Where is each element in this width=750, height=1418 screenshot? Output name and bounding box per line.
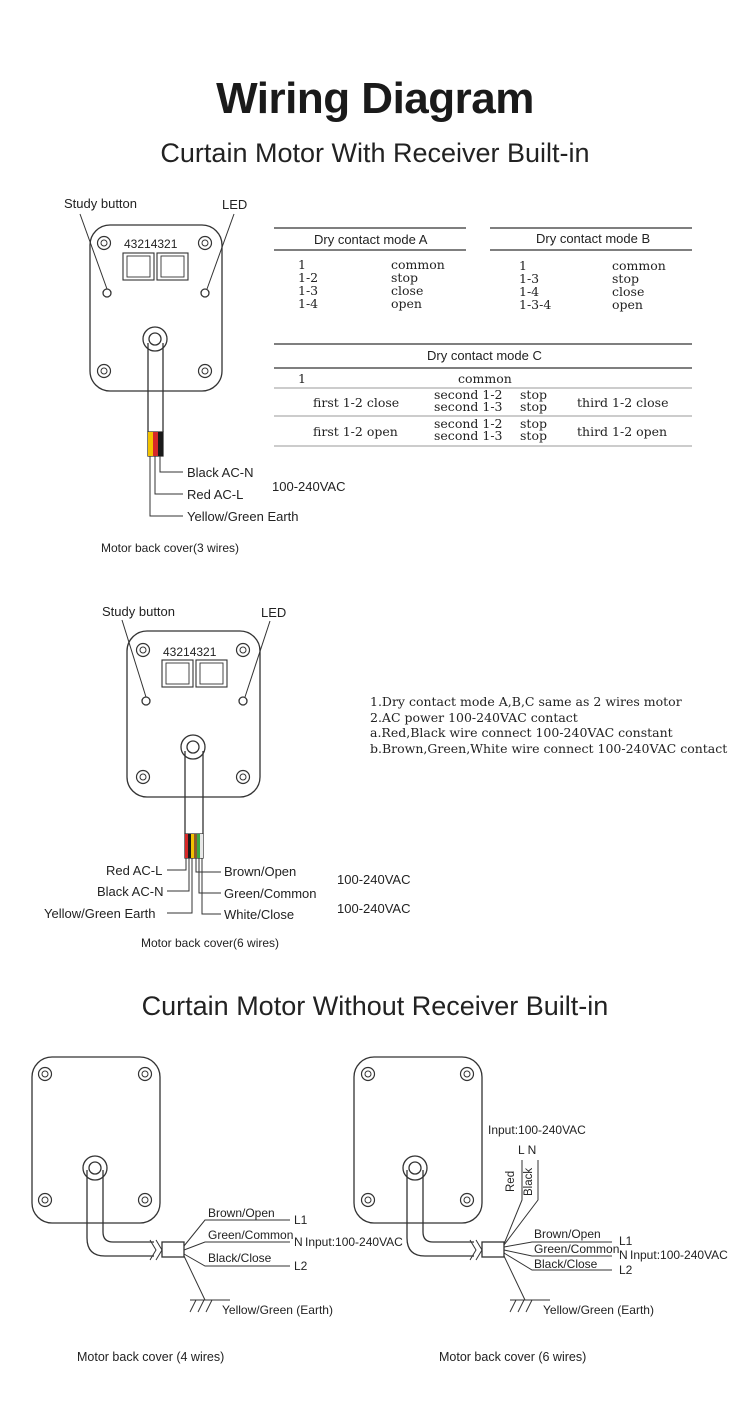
s2b-brown-label: Brown/Open [534,1227,601,1241]
mode-c-row1-second: second 1-2 second 1-3 [434,387,503,414]
voltage-label: 100-240VAC [272,479,346,494]
mode-b-header: Dry contact mode B [536,231,651,246]
mode-b-table [490,227,692,251]
led-label-2: LED [261,605,287,620]
s2b-earth-label: Yellow/Green (Earth) [543,1303,654,1317]
wire-black-label-2: Black AC-N [97,884,164,899]
wire-red-label: Red AC-L [187,487,244,502]
led-label: LED [222,197,248,212]
s2b-ln: L N [518,1143,537,1157]
mode-a-table [274,227,466,251]
wire-earth-label: Yellow/Green Earth [187,509,299,524]
study-button-label-2: Study button [102,604,175,619]
motor-cover-6-wires [121,619,271,915]
caption-3-wires: Motor back cover(3 wires) [101,541,240,555]
mode-b-values: common stop close open [612,258,666,312]
s2b-black-vertical: Black [523,1167,535,1196]
voltage-label-2b: 100-240VAC [337,901,411,916]
s2-input-label: Input:100-240VAC [305,1235,403,1249]
caption-4-wires: Motor back cover (4 wires) [77,1350,225,1364]
s2-earth-label: Yellow/Green (Earth) [222,1303,333,1317]
s2-brown-label: Brown/Open [208,1206,275,1220]
wire-earth-label-2: Yellow/Green Earth [44,906,156,921]
mode-c-row1-third: third 1-2 close [577,395,669,410]
s2-terminal-n: N [294,1235,303,1249]
mode-a-header: Dry contact mode A [314,232,428,247]
wire-white-label: White/Close [224,907,295,922]
mode-c-row2-stops: stop stop [520,416,547,443]
mode-c-row2-first: first 1-2 open [313,424,398,439]
mode-c-row2-third: third 1-2 open [577,424,668,439]
motor-cover-4-wires [31,1056,290,1313]
page-title: Wiring Diagram [216,74,534,123]
mode-c-row2-second: second 1-2 second 1-3 [434,416,503,443]
motor-cover-6-wires-no-receiver [353,1056,612,1313]
caption-6-wires: Motor back cover(6 wires) [141,936,280,950]
mode-c-row0-key: 1 [298,371,306,386]
s2b-red-vertical: Red [505,1170,517,1192]
s2-green-label: Green/Common [208,1228,294,1242]
wire-red-label-2: Red AC-L [106,863,163,878]
section1-subtitle: Curtain Motor With Receiver Built-in [160,138,590,168]
motor-cover-3-wires [79,213,235,517]
s2b-top-input: Input:100-240VAC [488,1123,586,1137]
s2-black-label: Black/Close [208,1251,272,1265]
s2b-green-label: Green/Common [534,1242,620,1256]
mode-c-table [274,343,692,447]
s2b-input-label: Input:100-240VAC [630,1248,728,1262]
mode-c-row0-value: common [458,371,512,386]
s2-terminal-l2: L2 [294,1259,308,1273]
section2-subtitle: Curtain Motor Without Receiver Built-in [141,991,609,1021]
notes-block: 1.Dry contact mode A,B,C same as 2 wires… [370,694,728,756]
s2b-terminal-l2: L2 [619,1263,633,1277]
mode-c-row1-stops: stop stop [520,387,547,414]
s2b-terminal-n: N [619,1248,628,1262]
caption-6-wires-no-receiver: Motor back cover (6 wires) [439,1350,587,1364]
port-numbers: 43214321 [124,237,178,251]
s2b-terminal-l1: L1 [619,1234,633,1248]
s2b-black-label: Black/Close [534,1257,598,1271]
mode-a-keys: 1 1-2 1-3 1-4 [298,257,319,311]
study-button-label: Study button [64,196,137,211]
port-numbers-2: 43214321 [163,645,217,659]
voltage-label-2a: 100-240VAC [337,872,411,887]
mode-c-row1-first: first 1-2 close [313,395,400,410]
s2-terminal-l1: L1 [294,1213,308,1227]
mode-c-header: Dry contact mode C [427,348,542,363]
mode-a-values: common stop close open [391,257,445,311]
wire-brown-label: Brown/Open [224,864,297,879]
mode-b-keys: 1 1-3 1-4 1-3-4 [519,258,552,312]
wire-green-label: Green/Common [224,886,317,901]
wire-black-label: Black AC-N [187,465,254,480]
